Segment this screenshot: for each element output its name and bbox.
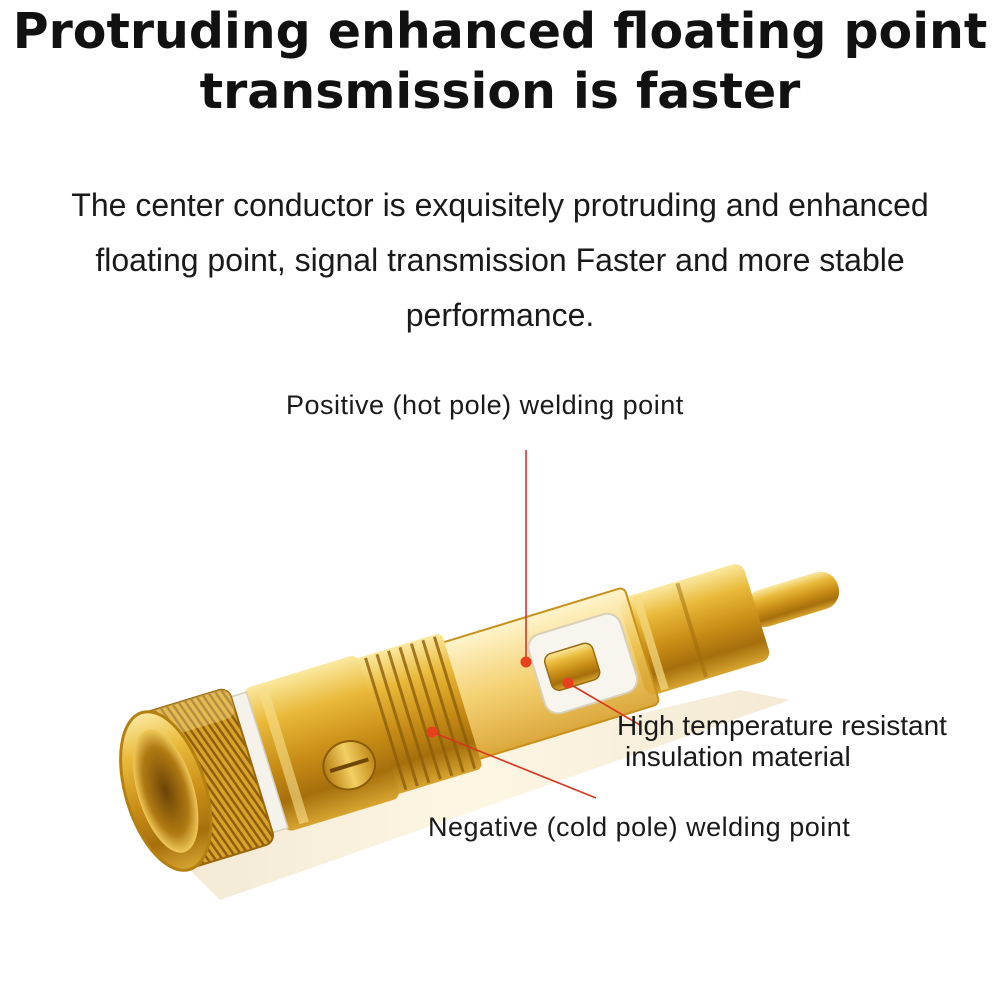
connector-reflection	[150, 690, 790, 900]
center-pin	[746, 571, 840, 627]
insulation-marker-dot	[562, 677, 574, 689]
positive-weld-label: Positive (hot pole) welding point	[286, 390, 684, 420]
negative-weld-label: Negative (cold pole) welding point	[428, 812, 851, 842]
feature-description: The center conductor is exquisitely prot…	[10, 178, 990, 343]
insulation-label: High temperature resistant insulation ma…	[617, 710, 947, 772]
description-line-1: The center conductor is exquisitely prot…	[71, 187, 929, 223]
page-title: Protruding enhanced floating point trans…	[0, 2, 1000, 122]
insulation-label-line-1: High temperature resistant	[617, 710, 947, 741]
callout-leaders	[426, 450, 641, 799]
title-line-2: transmission is faster	[199, 63, 801, 120]
negative-marker-dot	[426, 726, 438, 738]
description-line-3: performance.	[405, 297, 595, 333]
negative-leader-line	[431, 731, 597, 799]
insulation-label-line-2: insulation material	[625, 741, 851, 772]
positive-marker-dot	[520, 656, 532, 668]
insulation-leader-line	[567, 682, 641, 726]
hot-pole-cup	[543, 642, 601, 691]
title-line-1: Protruding enhanced floating point	[12, 3, 988, 60]
description-line-2: floating point, signal transmission Fast…	[95, 242, 905, 278]
rca-connector-plug	[119, 564, 840, 872]
